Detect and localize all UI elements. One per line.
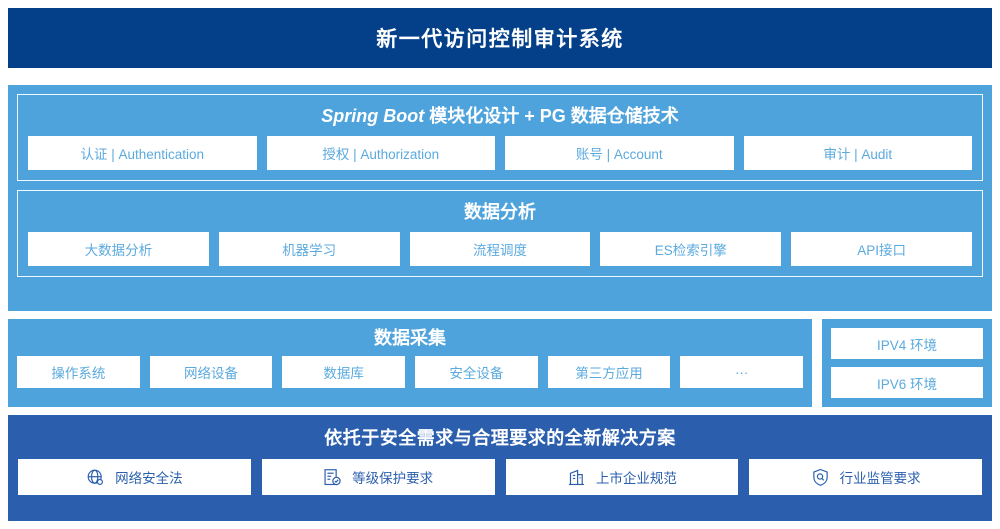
collection-cards: 操作系统 网络设备 数据库 安全设备 第三方应用 ··· (17, 356, 804, 388)
compliance-title: 依托于安全需求与合理要求的全新解决方案 (324, 428, 676, 448)
page-title: 新一代访问控制审计系统 (376, 28, 624, 51)
card-classified-protection[interactable]: 等级保护要求 (261, 459, 495, 495)
card-listed-enterprise-standard[interactable]: 上市企业规范 (505, 459, 739, 495)
platform-section: Spring Boot 模块化设计 + PG 数据仓储技术 认证 | Authe… (8, 85, 992, 311)
collection-title: 数据采集 (374, 328, 446, 348)
card-es-search-engine[interactable]: ES检索引擎 (600, 232, 782, 266)
card-ipv4-environment[interactable]: IPV4 环境 (831, 328, 983, 359)
card-cybersecurity-law[interactable]: 网络安全法 (18, 459, 251, 495)
panel-spring-boot-title: Spring Boot 模块化设计 + PG 数据仓储技术 (28, 103, 972, 129)
globe-icon (86, 468, 105, 487)
panel-spring-boot-cards: 认证 | Authentication 授权 | Authorization 账… (28, 136, 972, 170)
card-machine-learning[interactable]: 机器学习 (218, 232, 400, 266)
card-big-data-analysis[interactable]: 大数据分析 (28, 232, 209, 266)
collection-section: 数据采集 操作系统 网络设备 数据库 安全设备 第三方应用 ··· IPV4 环… (8, 319, 992, 407)
card-ipv6-environment[interactable]: IPV6 环境 (831, 367, 983, 398)
card-account[interactable]: 账号 | Account (505, 136, 734, 170)
environment-group: IPV4 环境 IPV6 环境 (822, 319, 992, 407)
panel-data-analysis-title: 数据分析 (28, 199, 972, 225)
shield-search-icon (811, 468, 830, 487)
building-icon (567, 468, 586, 487)
compliance-section: 依托于安全需求与合理要求的全新解决方案 网络安全法 (8, 415, 992, 521)
card-authentication[interactable]: 认证 | Authentication (28, 136, 257, 170)
panel-spring-boot-title-italic: Spring Boot (321, 106, 425, 126)
card-third-party-app[interactable]: 第三方应用 (547, 356, 671, 388)
card-process-scheduling[interactable]: 流程调度 (409, 232, 591, 266)
card-more[interactable]: ··· (680, 356, 804, 388)
card-security-device[interactable]: 安全设备 (415, 356, 538, 388)
card-api-interface[interactable]: API接口 (791, 232, 972, 266)
compliance-cards: 网络安全法 等级保护要求 (18, 459, 982, 495)
panel-data-analysis: 数据分析 大数据分析 机器学习 流程调度 ES检索引擎 API接口 (17, 190, 983, 277)
card-cybersecurity-law-label: 网络安全法 (115, 471, 183, 486)
card-industry-regulation[interactable]: 行业监管要求 (749, 459, 982, 495)
collection-main: 数据采集 操作系统 网络设备 数据库 安全设备 第三方应用 ··· (8, 319, 812, 407)
document-check-icon (323, 468, 342, 487)
card-classified-protection-label: 等级保护要求 (352, 471, 434, 486)
panel-spring-boot-title-rest: 模块化设计 + PG 数据仓储技术 (424, 106, 679, 126)
card-authorization[interactable]: 授权 | Authorization (266, 136, 495, 170)
card-network-device[interactable]: 网络设备 (149, 356, 273, 388)
panel-spring-boot: Spring Boot 模块化设计 + PG 数据仓储技术 认证 | Authe… (17, 94, 983, 181)
card-database[interactable]: 数据库 (282, 356, 406, 388)
card-listed-enterprise-standard-label: 上市企业规范 (595, 471, 677, 486)
panel-data-analysis-title-rest: 数据分析 (464, 202, 536, 222)
card-operating-system[interactable]: 操作系统 (17, 356, 140, 388)
panel-data-analysis-cards: 大数据分析 机器学习 流程调度 ES检索引擎 API接口 (28, 232, 972, 266)
card-audit[interactable]: 审计 | Audit (743, 136, 972, 170)
page-header: 新一代访问控制审计系统 (8, 8, 992, 68)
card-industry-regulation-label: 行业监管要求 (839, 471, 921, 486)
